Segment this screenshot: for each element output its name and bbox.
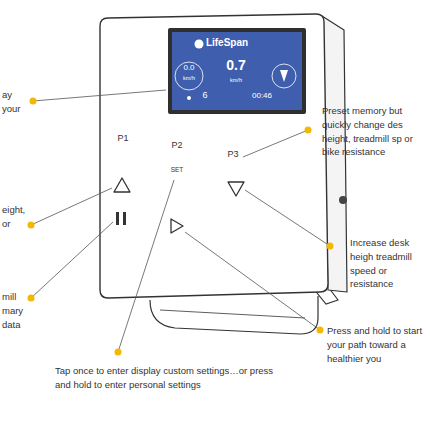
leader-line [245, 190, 330, 246]
gauge-ring [272, 64, 296, 88]
button-label: P3 [227, 150, 238, 160]
callout-text: Increase desk heigh treadmill speed or r… [350, 236, 428, 291]
leader-lines [31, 90, 330, 352]
screen-bezel [168, 28, 306, 114]
console-face [100, 14, 328, 298]
stand-base [150, 296, 318, 334]
start-button [171, 219, 183, 233]
pause-button [116, 212, 119, 225]
callout-dot [28, 295, 35, 302]
callout-dot [115, 349, 122, 356]
brand-logo: LifeSpan [206, 37, 248, 48]
callout-text: mill mary data [2, 290, 28, 331]
leader-line [118, 180, 174, 352]
callout-dot [317, 327, 324, 334]
screen [172, 32, 302, 110]
callout-text: Preset memory but quickly change des hei… [322, 104, 426, 159]
leader-line [33, 90, 166, 101]
logo-mark [195, 40, 204, 49]
button-label: P1 [117, 134, 128, 144]
up-button [114, 178, 130, 192]
callout-text: eight, or [2, 203, 32, 231]
callout-dot [30, 98, 37, 105]
screen-readout: 0.0 [183, 64, 194, 73]
status-icon [187, 96, 191, 100]
leader-line [243, 130, 308, 157]
screen-readout: 00:46 [252, 92, 272, 101]
screen-readout: 6 [202, 91, 207, 101]
pause-button [123, 212, 126, 225]
callout-dot [28, 222, 35, 229]
callout-text: Tap once to enter display custom setting… [55, 364, 280, 392]
down-button [228, 182, 244, 196]
side-port [339, 196, 347, 204]
callout-dot [327, 243, 334, 250]
leader-line [31, 188, 112, 225]
callout-text: Press and hold to start your path toward… [327, 324, 425, 365]
gauge-icon [280, 70, 288, 82]
leader-line [31, 222, 113, 298]
callout-text: ay your [2, 88, 26, 116]
screen-unit: km/h [230, 77, 242, 83]
button-label: SET [171, 166, 184, 173]
gauge-ring [175, 62, 203, 90]
leader-line [185, 232, 320, 330]
button-label: P2 [171, 141, 182, 151]
callout-dot [305, 127, 312, 134]
screen-unit: km/h [183, 75, 195, 81]
callout-dots [28, 98, 334, 356]
screen-readout: 0.7 [226, 58, 245, 73]
stand-edge [160, 310, 305, 318]
